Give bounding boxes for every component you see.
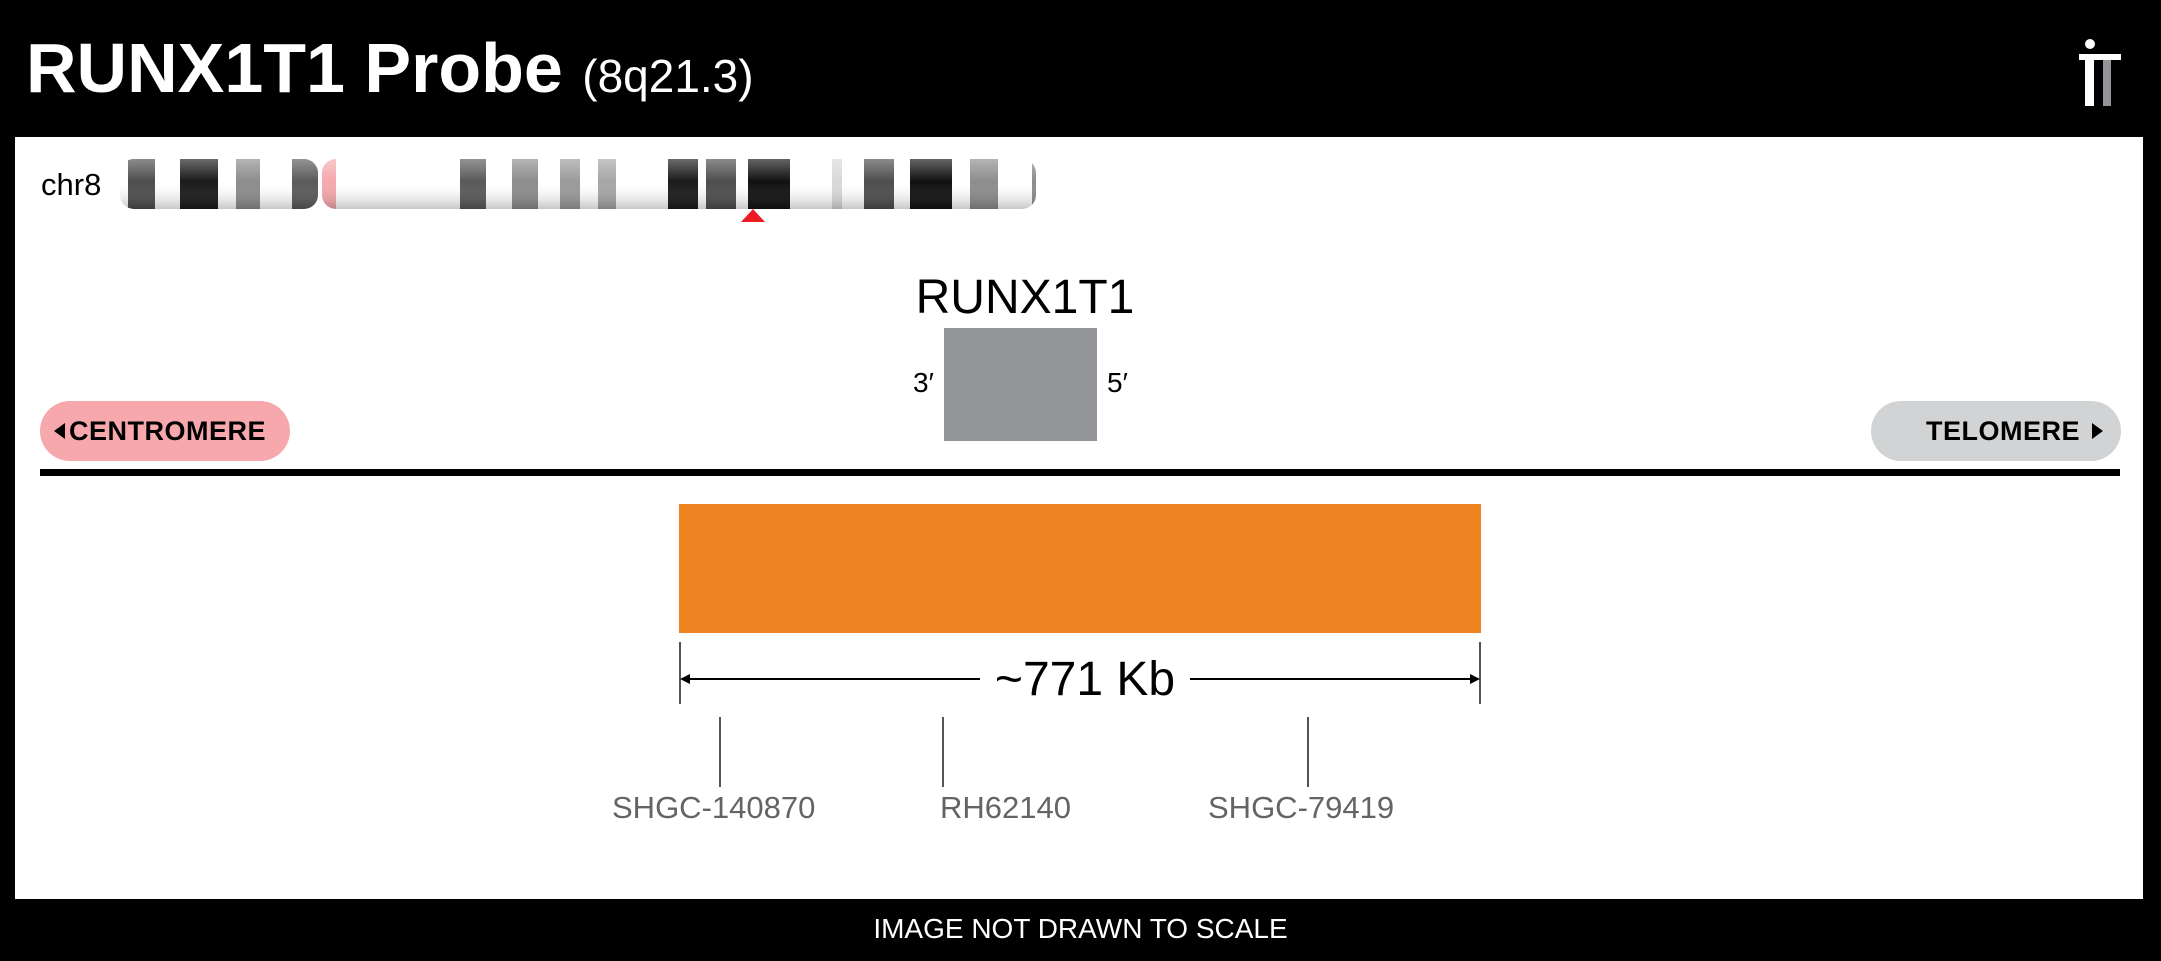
chromosome-label: chr8 — [41, 167, 102, 202]
cytoband-location: (8q21.3) — [582, 50, 754, 102]
diagram-panel: chr8 — [15, 137, 2143, 899]
arrow-left-icon — [54, 423, 65, 439]
gene-end-left: 3′ — [913, 367, 934, 398]
probe-bar — [679, 504, 1481, 633]
brand-logo-icon — [2079, 39, 2121, 106]
locus-marker-icon — [741, 209, 765, 222]
telomere-direction-badge: TELOMERE — [1871, 401, 2121, 461]
telomere-label: TELOMERE — [1925, 415, 2080, 446]
gene-box — [944, 328, 1097, 441]
gene-end-right: 5′ — [1107, 367, 1128, 398]
arrow-right-icon — [2092, 423, 2103, 439]
chromosome-axis-line — [40, 469, 2120, 476]
scale-disclaimer: IMAGE NOT DRAWN TO SCALE — [873, 913, 1288, 944]
chromosome-ideogram — [120, 159, 1102, 222]
gene-name: RUNX1T1 — [915, 271, 1135, 324]
page-title: RUNX1T1 Probe (8q21.3) — [26, 28, 754, 116]
title-bar: RUNX1T1 Probe (8q21.3) — [0, 0, 2161, 137]
centromere-direction-badge: CENTROMERE — [40, 401, 290, 461]
probe-title: RUNX1T1 Probe — [26, 29, 563, 107]
probe-size-label: ~771 Kb — [980, 652, 1190, 707]
marker-label: RH62140 — [940, 790, 1071, 825]
marker-label: SHGC-79419 — [1208, 790, 1395, 825]
marker-label: SHGC-140870 — [612, 790, 816, 825]
centromere-label: CENTROMERE — [69, 415, 267, 446]
band — [1086, 159, 1102, 209]
footer-bar: IMAGE NOT DRAWN TO SCALE — [0, 899, 2161, 961]
